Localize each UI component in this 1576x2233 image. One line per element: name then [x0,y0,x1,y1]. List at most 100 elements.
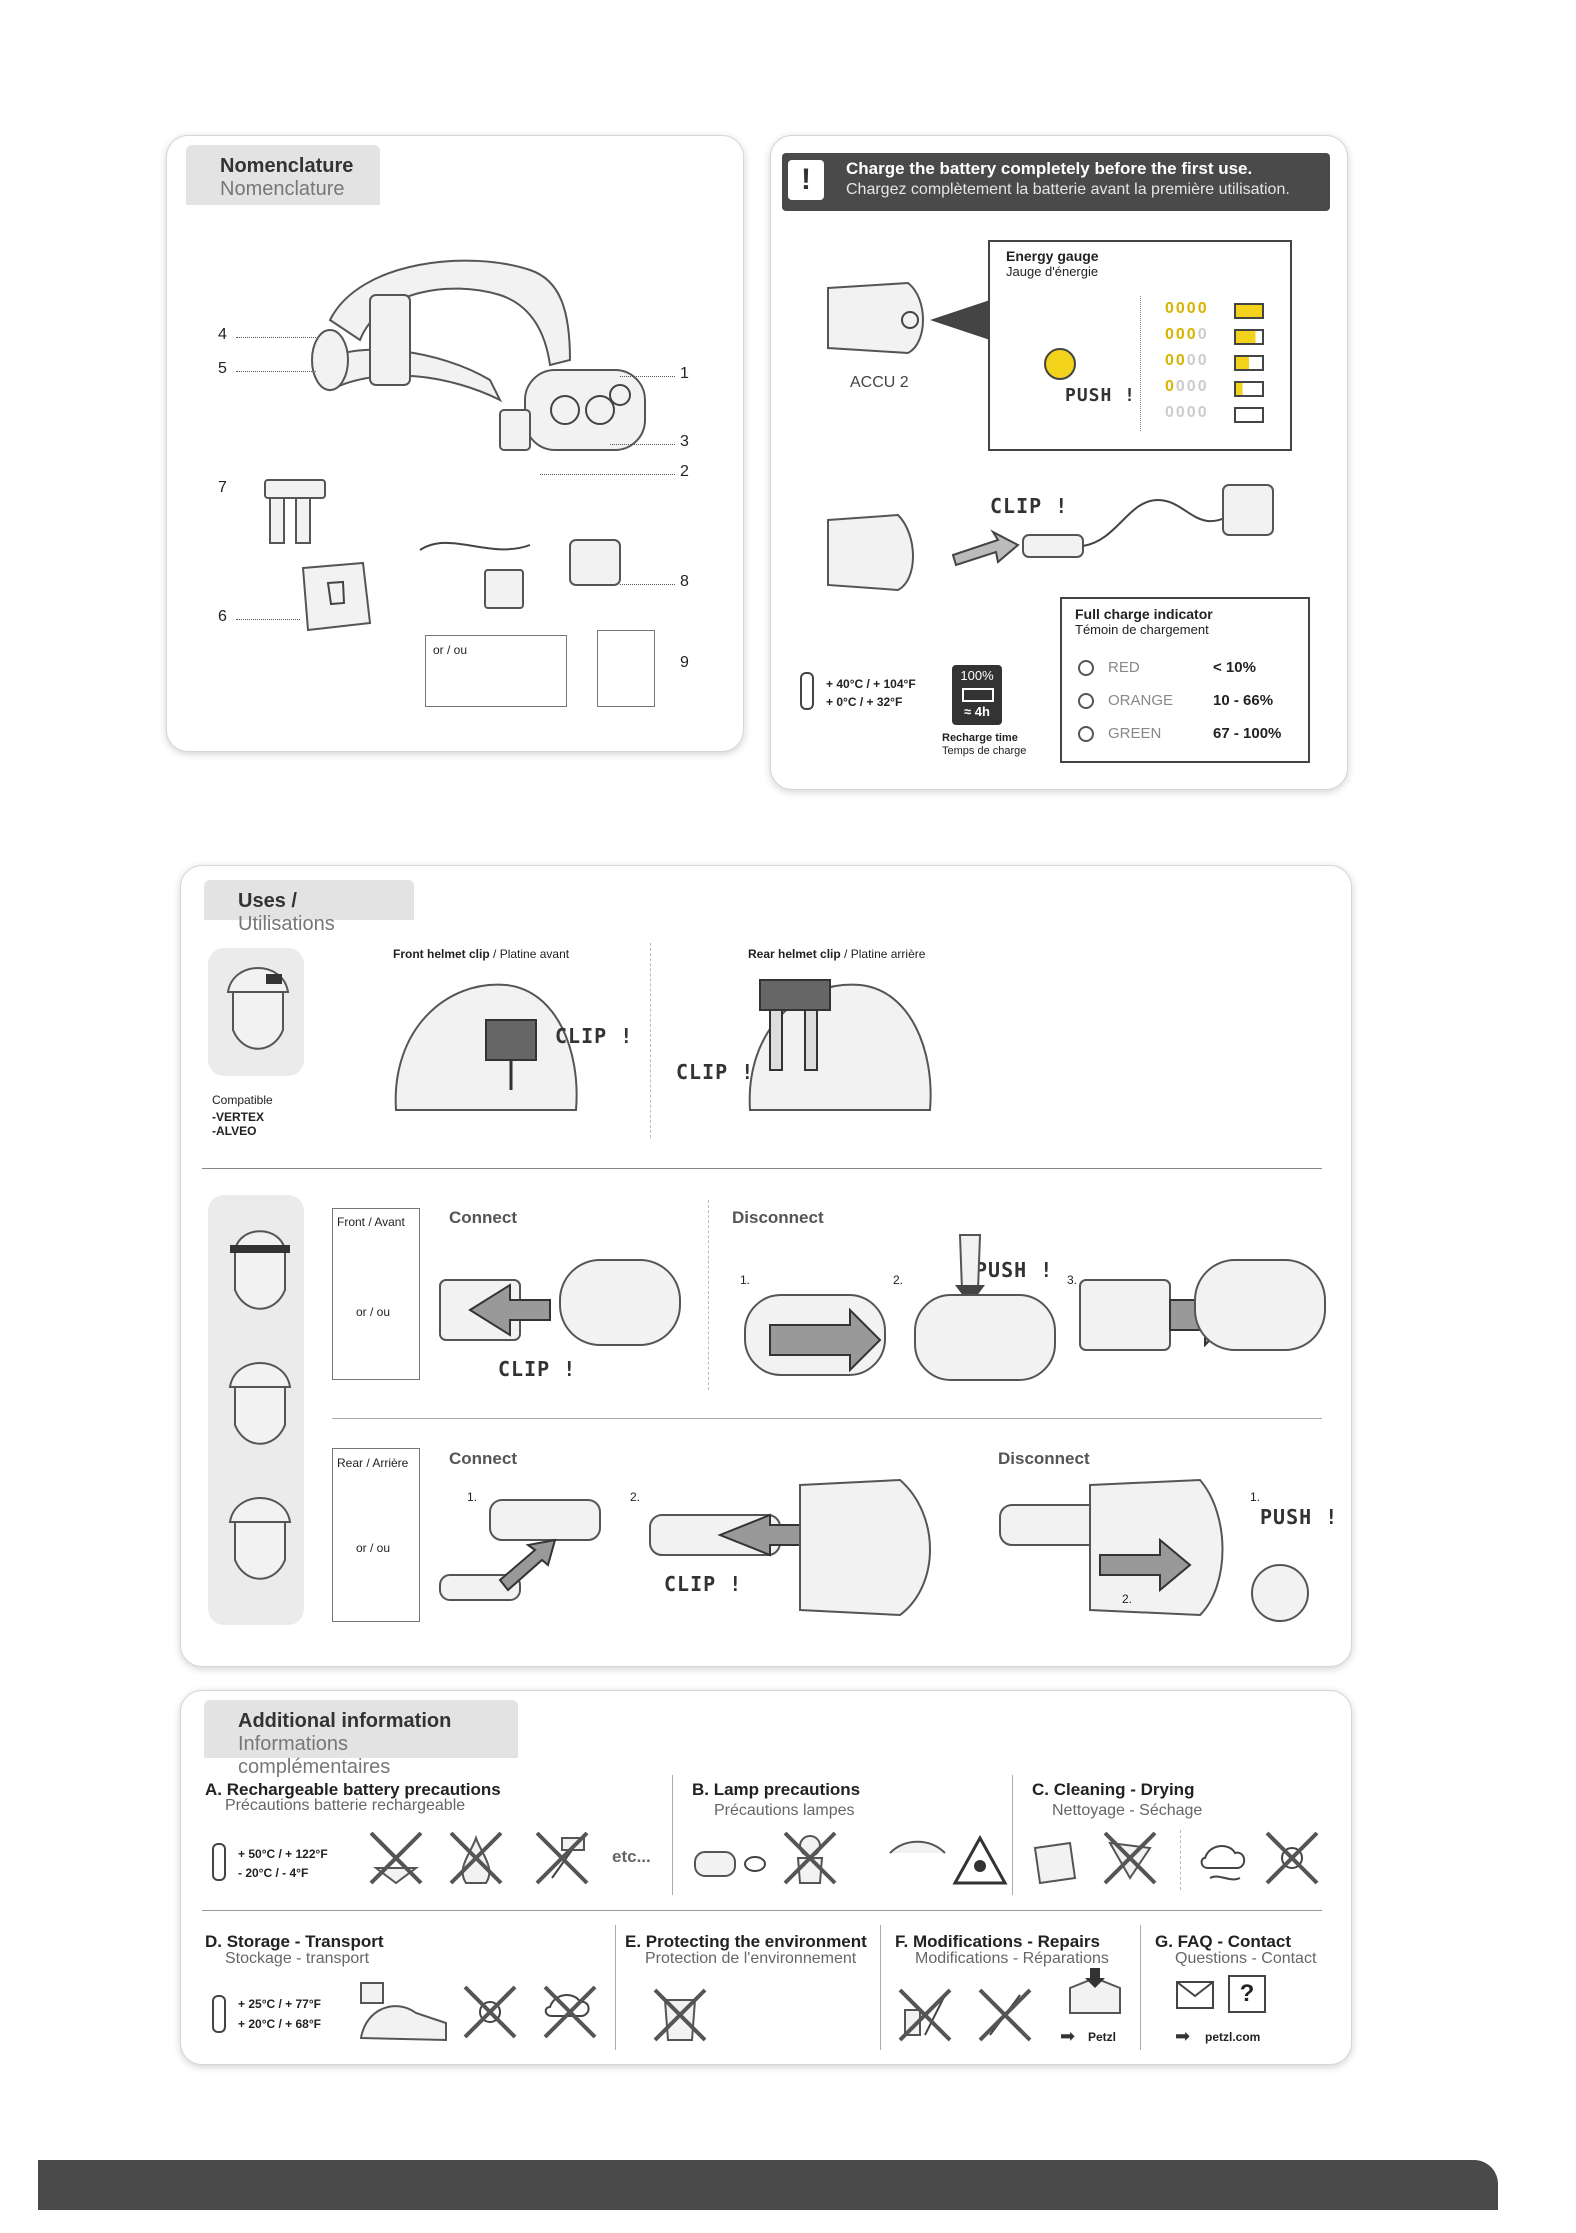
section-f-subtitle: Modifications - Réparations [915,1950,1109,1967]
front-mount-label: Front / Avant [337,1215,405,1229]
rear-step-1: 1. [467,1490,478,1504]
head-headband-icon [230,1230,290,1310]
rear-or-label: or / ou [356,1541,391,1555]
rear-disconnect-title: Disconnect [998,1449,1090,1468]
section-e-title: E. Protecting the environment [625,1932,867,1951]
front-mount-box [332,1208,420,1380]
additional-title: Additional information [238,1710,452,1732]
front-disconnect-step2-illustration [914,1234,1056,1381]
front-push-label: PUSH ! [975,1258,1054,1282]
energy-gauge-title: Energy gauge [1006,248,1099,264]
gauge-levels [1140,296,1281,431]
battery-icon-empty [1234,407,1264,423]
rear-clip-title: Rear helmet clip [748,947,841,961]
callout-1: 1 [680,365,689,382]
air-dry-icon [1200,1845,1246,1881]
footer-bar [38,2160,1498,2210]
cloth-icon [1033,1841,1077,1885]
battery-accu2-illustration [827,281,924,355]
petzl-site-link[interactable]: petzl.com [1205,2030,1261,2044]
rear-clip-title-fr: Platine arrière [850,947,926,961]
additional-subtitle: Informations complémentaires [238,1733,391,1778]
callout-3: 3 [680,433,689,450]
front-disconnect-step3-illustration [1079,1259,1326,1351]
full-charge-title: Full charge indicator [1075,606,1213,622]
uses-title: Uses [238,890,286,912]
section-d-title: D. Storage - Transport [205,1932,384,1951]
rear-clip-label: CLIP ! [676,1060,755,1084]
additional-row-divider [202,1910,1322,1911]
front-clip-label: CLIP ! [555,1024,634,1048]
callout-8: 8 [680,573,689,590]
rear-disconnect-illustration [999,1478,1309,1622]
charge-subtitle: Chargez complètement la batterie avant l… [846,181,1290,198]
recharge-duration: ≈ 4h [964,704,990,719]
charge-temp-low: + 0°C / + 32°F [826,695,903,709]
section-a-title: A. Rechargeable battery precautions [205,1780,501,1799]
charge-clip-label: CLIP ! [990,494,1069,518]
energy-gauge-subtitle: Jauge d'énergie [1006,264,1099,279]
callout-3-line [610,444,675,445]
rear-connect-step1-illustration [439,1499,601,1601]
petzl-label: Petzl [1088,2030,1117,2044]
no-water-icon [369,1831,423,1885]
section-g-title: G. FAQ - Contact [1155,1932,1291,1951]
storage-headlamp-icon [359,1982,447,2042]
rear-connect-clip-label: CLIP ! [664,1572,743,1596]
gauge-row-1: 0000 [1165,378,1209,395]
charging-illustration [827,484,1274,592]
push-label: PUSH ! [1065,385,1137,406]
rear-disconnect-step-2: 2. [1122,1592,1133,1606]
no-trash-bin-icon [653,1988,707,2042]
push-button-indicator [1044,348,1076,380]
nomenclature-subtitle: Nomenclature [220,178,345,200]
section-ab-divider [672,1775,673,1895]
callout-8-line [620,584,675,585]
no-sun-icon [1265,1831,1319,1885]
front-connect-illustration [439,1259,681,1346]
or-label: or / ou [433,643,468,657]
arrow-right-icon-petzl: ➡ [1060,2026,1076,2046]
thermometer-d-icon [212,1995,226,2033]
callout-6-line [236,619,300,620]
indicator-orange-range: 10 - 66% [1213,692,1274,709]
section-a-subtitle: Précautions batterie rechargeable [225,1797,466,1814]
full-charge-box [1060,597,1310,763]
section-c-subtitle: Nettoyage - Séchage [1052,1802,1203,1819]
callout-5: 5 [218,360,227,377]
arrow-right-icon-site: ➡ [1175,2026,1191,2046]
compatible-label: Compatible [212,1093,273,1107]
battery-icon-50 [1234,355,1264,371]
no-children-icon [783,1831,837,1885]
led-icon-orange [1078,693,1094,709]
battery-icon-75 [1234,329,1264,345]
recharge-percent: 100% [960,668,994,683]
front-disconnect-title: Disconnect [732,1208,824,1227]
front-clip-title: Front helmet clip [393,947,490,961]
front-clip-heading: Front helmet clip / Platine avant [393,947,570,961]
no-eye-exposure-icon [694,1851,766,1877]
battery-icon-full [1234,303,1264,319]
callout-6: 6 [218,608,227,625]
nomenclature-title: Nomenclature [220,155,354,177]
front-clip-title-fr: Platine avant [499,947,570,961]
front-connect-title: Connect [449,1208,517,1227]
callout-7: 7 [218,479,227,496]
front-connect-clip-label: CLIP ! [498,1357,577,1381]
uses-top-divider [650,943,651,1138]
charge-temp-high: + 40°C / + 104°F [826,677,916,691]
no-fire-icon [449,1831,503,1885]
exclamation-icon: exclamation-icon [788,160,824,200]
full-charge-subtitle: Témoin de chargement [1075,622,1209,637]
rear-clip-heading: Rear helmet clip / Platine arrière [748,947,926,961]
section-bc-divider [1012,1775,1013,1895]
gauge-row-3: 0000 [1165,326,1209,343]
recharge-time-title: Recharge time [942,732,1018,744]
section-b-title: B. Lamp precautions [692,1780,861,1799]
indicator-red-range: < 10% [1213,659,1256,676]
rear-helmet-illustration [748,979,932,1111]
rear-step-2: 2. [630,1490,641,1504]
gauge-row-4: 0000 [1165,300,1209,317]
compatible-vertex: -VERTEX [212,1110,265,1124]
battery-label: ACCU 2 [850,374,909,391]
